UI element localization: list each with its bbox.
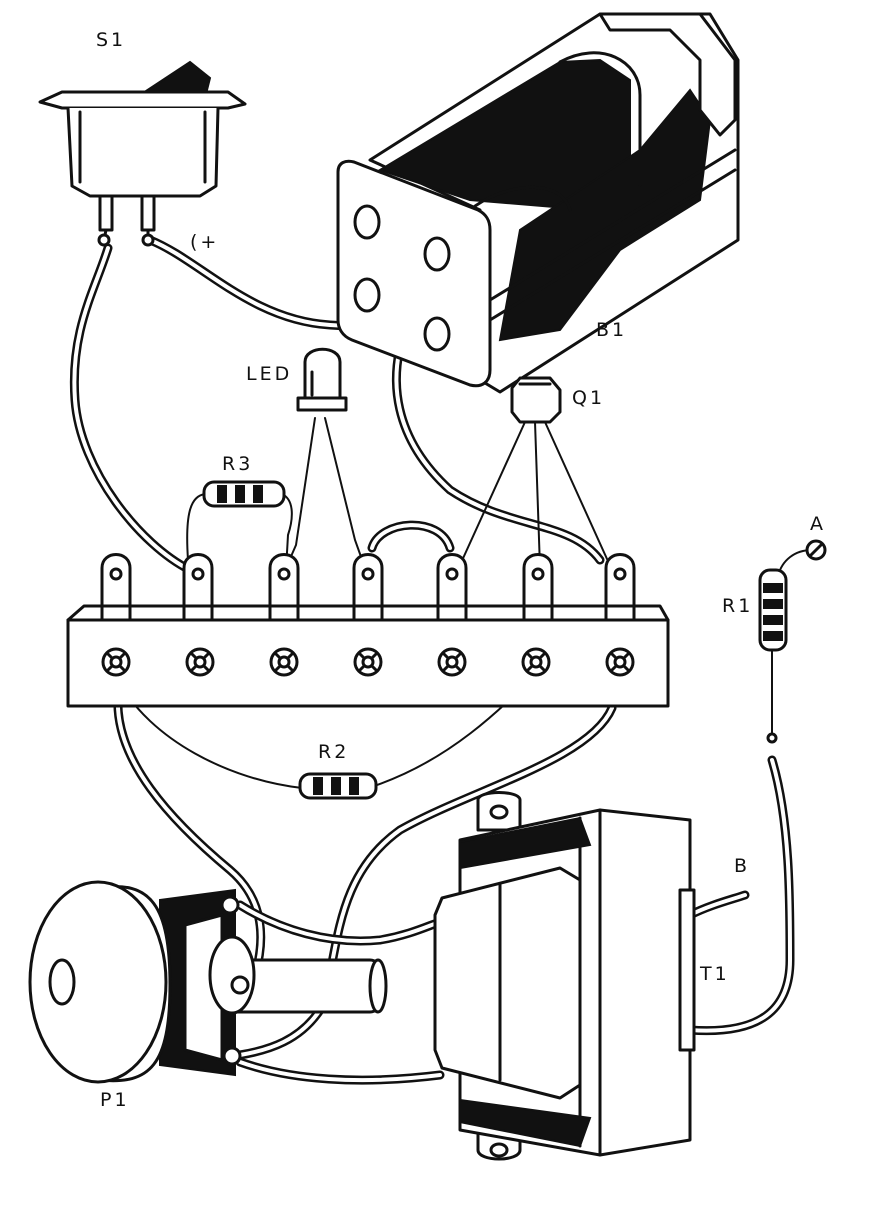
battery-holder-b1 bbox=[336, 12, 740, 394]
label-r3: R3 bbox=[222, 453, 253, 475]
terminal-lug bbox=[604, 553, 636, 622]
lug-hole bbox=[277, 567, 291, 581]
led bbox=[296, 347, 348, 412]
label-r2: R2 bbox=[318, 741, 349, 763]
labels: S1 (+ B1 LED Q1 R3 A R1 R2 B T1 P1 bbox=[96, 29, 826, 1111]
terminal-lug bbox=[182, 553, 214, 622]
terminal-lug bbox=[100, 553, 132, 622]
lug-hole bbox=[445, 567, 459, 581]
label-led: LED bbox=[246, 363, 292, 385]
label-a: A bbox=[810, 513, 826, 535]
lug-hole bbox=[361, 567, 375, 581]
lug-hole bbox=[109, 567, 123, 581]
switch-s1 bbox=[38, 60, 247, 247]
potentiometer-p1 bbox=[28, 880, 388, 1084]
resistor-r1 bbox=[758, 568, 788, 652]
terminal-lug bbox=[522, 553, 554, 622]
label-t1: T1 bbox=[699, 963, 730, 985]
transistor-q1 bbox=[510, 376, 562, 424]
wires bbox=[69, 235, 795, 1085]
transformer-t1 bbox=[433, 791, 696, 1161]
terminal-strip bbox=[66, 553, 670, 708]
label-p1: P1 bbox=[100, 1089, 130, 1111]
terminal-a bbox=[805, 539, 827, 561]
lug-hole bbox=[191, 567, 205, 581]
resistor-r3 bbox=[202, 480, 286, 508]
label-b1: B1 bbox=[596, 319, 627, 341]
label-r1: R1 bbox=[722, 595, 753, 617]
label-b: B bbox=[734, 855, 750, 877]
terminal-lug bbox=[352, 553, 384, 622]
label-s1: S1 bbox=[96, 29, 126, 51]
wire-jumper bbox=[367, 520, 455, 553]
label-q1: Q1 bbox=[572, 387, 605, 409]
terminal-lug bbox=[436, 553, 468, 622]
lug-hole bbox=[613, 567, 627, 581]
label-plus: (+ bbox=[190, 231, 219, 253]
terminal-lug bbox=[268, 553, 300, 622]
lug-hole bbox=[531, 567, 545, 581]
resistor-r2 bbox=[298, 772, 378, 800]
